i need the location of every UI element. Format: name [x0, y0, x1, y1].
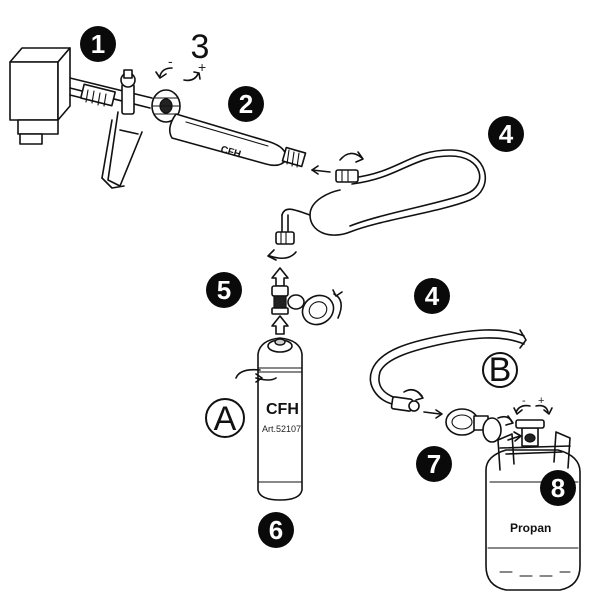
regulator-knob — [151, 89, 181, 123]
svg-text:A: A — [214, 400, 237, 438]
svg-text:5: 5 — [217, 275, 231, 305]
torch-tube — [69, 69, 153, 115]
burner-head — [9, 47, 71, 145]
adjust-arrows: - + — [155, 53, 206, 82]
svg-text:4: 4 — [499, 119, 514, 149]
callout-7: 7 — [416, 446, 452, 482]
cartridge-brand: CFH — [266, 401, 299, 418]
callout-1: 1 — [80, 26, 116, 62]
callout-8: 8 — [540, 470, 576, 506]
torch-brand: CFH — [219, 144, 242, 160]
svg-text:1: 1 — [91, 29, 105, 59]
svg-text:8: 8 — [551, 473, 565, 503]
svg-text:2: 2 — [239, 89, 253, 119]
hose-lower — [369, 329, 527, 419]
gas-cartridge: CFH Art.52107 — [235, 337, 303, 501]
adjust-minus: - — [168, 53, 173, 69]
svg-text:6: 6 — [269, 515, 283, 545]
callout-2: 2 — [228, 86, 264, 122]
adjust-plus: + — [198, 59, 206, 75]
connect-arrow-torch — [311, 165, 331, 175]
bottle-adjust-minus: - — [522, 395, 526, 407]
bottle-adjust-plus: + — [538, 395, 544, 407]
cartridge-article: Art.52107 — [262, 424, 301, 434]
callout-4-lower: 4 — [414, 278, 450, 314]
hose-upper — [275, 149, 486, 245]
svg-text:4: 4 — [425, 281, 440, 311]
variant-b: B — [482, 351, 518, 389]
valve-adapter — [271, 285, 343, 326]
rotate-arrow-hose — [267, 249, 297, 261]
callout-4-upper: 4 — [488, 116, 524, 152]
svg-text:7: 7 — [427, 449, 441, 479]
svg-text:3: 3 — [191, 28, 210, 66]
callout-5: 5 — [206, 272, 242, 308]
torch-stand — [101, 111, 143, 189]
svg-text:B: B — [489, 351, 512, 389]
variant-a: A — [205, 398, 245, 438]
torch-handle: CFH — [168, 113, 307, 168]
callout-3: 3 — [185, 28, 215, 66]
pressure-regulator — [445, 408, 522, 443]
bottle-label: Propan — [510, 521, 551, 535]
callout-6: 6 — [258, 512, 294, 548]
up-arrows — [271, 267, 289, 335]
